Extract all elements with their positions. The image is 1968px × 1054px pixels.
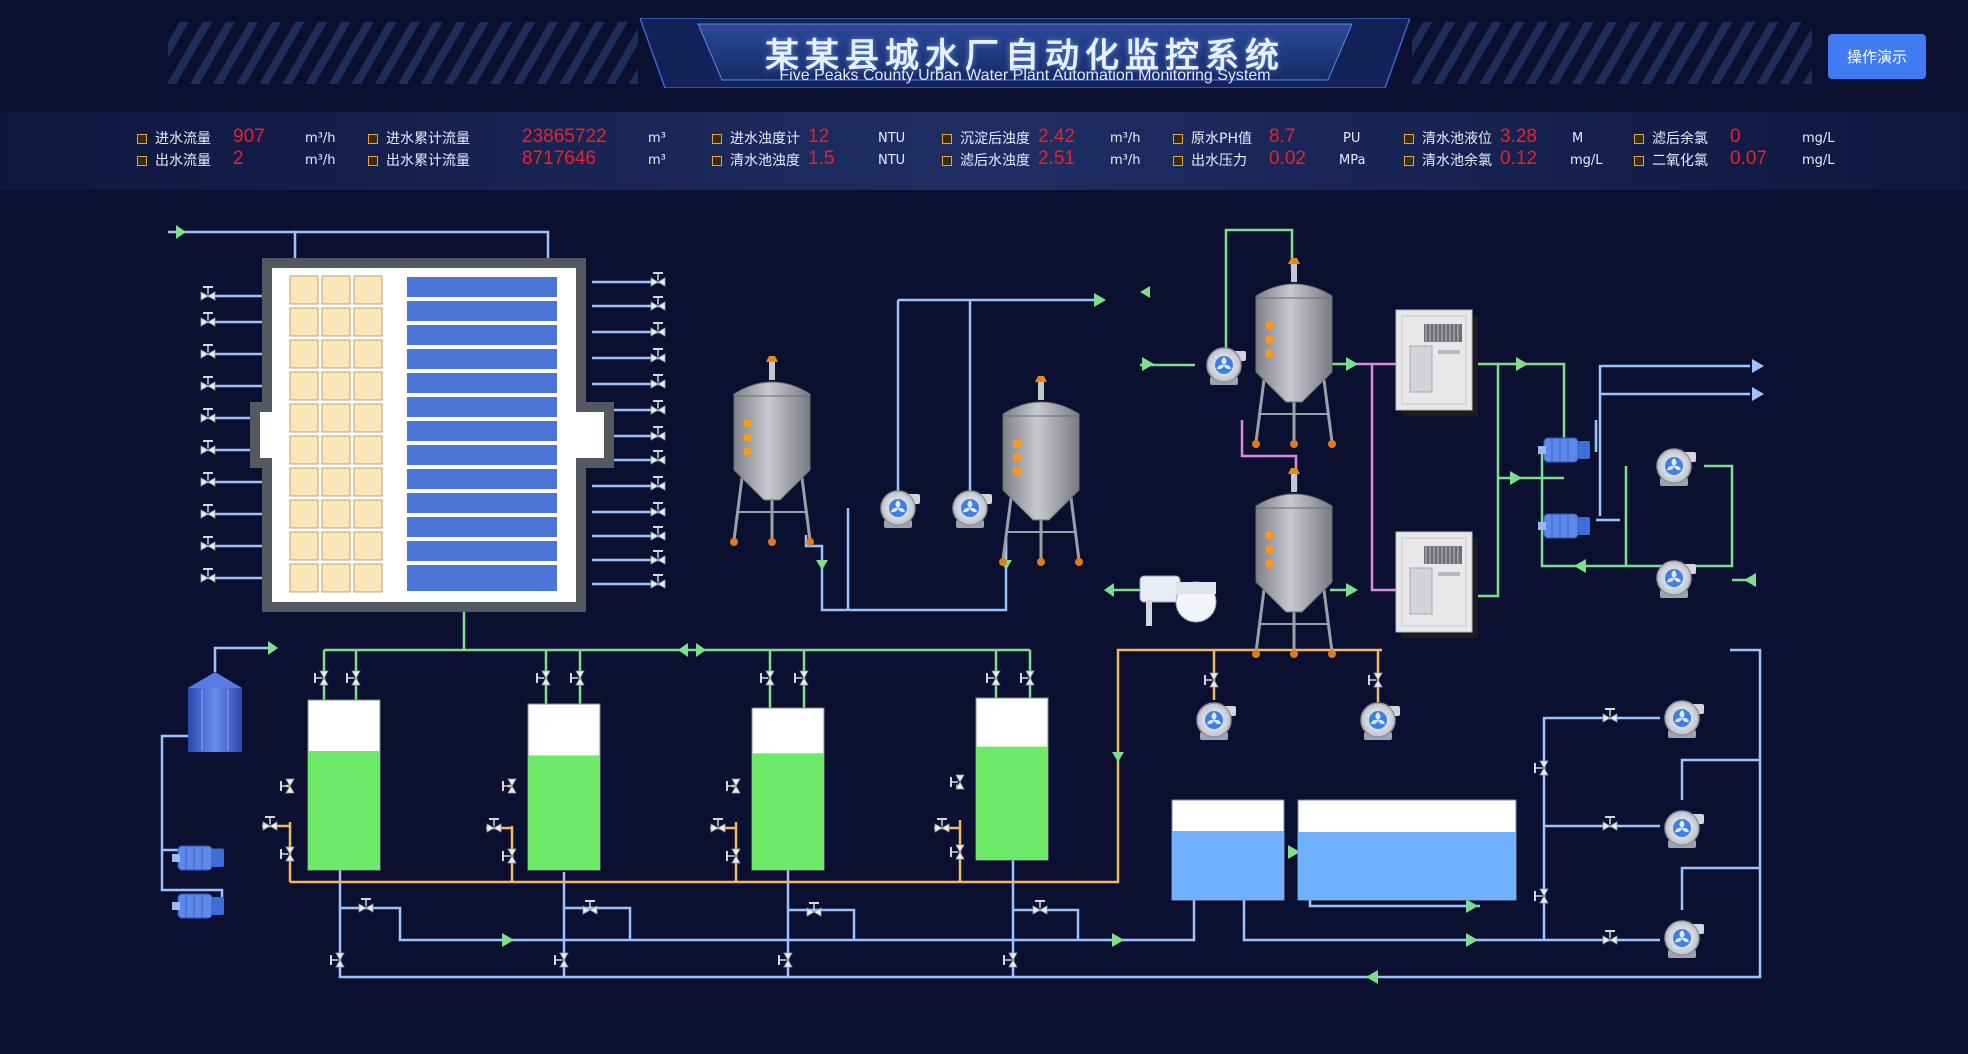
air-compressor-motor-2[interactable] [1537, 513, 1591, 539]
sedimentation-cells [289, 275, 383, 593]
lift-motor-2[interactable] [171, 893, 225, 919]
dosing-silo-upper [1250, 256, 1338, 450]
filter-tank-water-3 [752, 753, 824, 870]
filter-tanks [307, 697, 1049, 871]
metric-bullet-icon [137, 156, 147, 166]
water-tower [188, 672, 242, 752]
metric-bar: 进水流量 907 m³/h 出水流量 2 m³/h 进水累计流量 2386572… [0, 112, 1968, 190]
disinfectant-silo [997, 374, 1085, 568]
metric-bullet-icon [712, 156, 722, 166]
page-title: 某某县城水厂自动化监控系统 [765, 36, 1285, 76]
metric-bullet-icon [1404, 156, 1414, 166]
control-cabinet-2 [1395, 531, 1479, 639]
demo-button[interactable]: 操作演示 [1828, 34, 1926, 79]
header-stripes-right [1412, 22, 1812, 84]
metric-bullet-icon [1404, 134, 1414, 144]
metric-bullet-icon [1634, 134, 1644, 144]
dosing-silo-lower [1250, 466, 1338, 660]
clear-water-tanks [1171, 799, 1517, 901]
air-compressor-motor-1[interactable] [1537, 437, 1591, 463]
dosing-pump-1[interactable] [880, 490, 921, 529]
distribution-pump-2[interactable] [1664, 810, 1705, 849]
metric-bullet-icon [368, 156, 378, 166]
metric-bullet-icon [942, 134, 952, 144]
air-blower[interactable] [1139, 575, 1217, 626]
chemical-pump-2[interactable] [1360, 702, 1401, 741]
clear-tank-water-2 [1298, 832, 1516, 900]
metric-bullet-icon [137, 134, 147, 144]
distribution-pump-1[interactable] [1664, 700, 1705, 739]
filter-tank-water-2 [528, 755, 600, 870]
clear-tank-water-1 [1172, 831, 1284, 900]
dosing-pump-2[interactable] [952, 490, 993, 529]
metric-bullet-icon [1173, 156, 1183, 166]
filter-tank-water-4 [976, 746, 1048, 860]
backwash-pump-1[interactable] [1656, 448, 1697, 487]
sedimentation-tank [250, 258, 614, 612]
dosing-pump-3[interactable] [1206, 347, 1247, 386]
chemical-pump-1[interactable] [1196, 702, 1237, 741]
filter-tank-water-1 [308, 751, 380, 870]
metric-bullet-icon [368, 134, 378, 144]
lift-motor-1[interactable] [171, 845, 225, 871]
distribution-pump-3[interactable] [1664, 920, 1705, 959]
metric-bullet-icon [1173, 134, 1183, 144]
title-banner: 某某县城水厂自动化监控系统 Five Peaks County Urban Wa… [640, 18, 1410, 88]
sedimentation-lamella [405, 275, 559, 593]
metric-bullet-icon [942, 156, 952, 166]
header-stripes-left [168, 22, 638, 84]
backwash-pump-2[interactable] [1656, 560, 1697, 599]
coagulant-silo [728, 354, 816, 548]
control-cabinet-1 [1395, 309, 1479, 417]
metric-bullet-icon [1634, 156, 1644, 166]
metric-bullet-icon [712, 134, 722, 144]
page-subtitle: Five Peaks County Urban Water Plant Auto… [779, 67, 1271, 84]
